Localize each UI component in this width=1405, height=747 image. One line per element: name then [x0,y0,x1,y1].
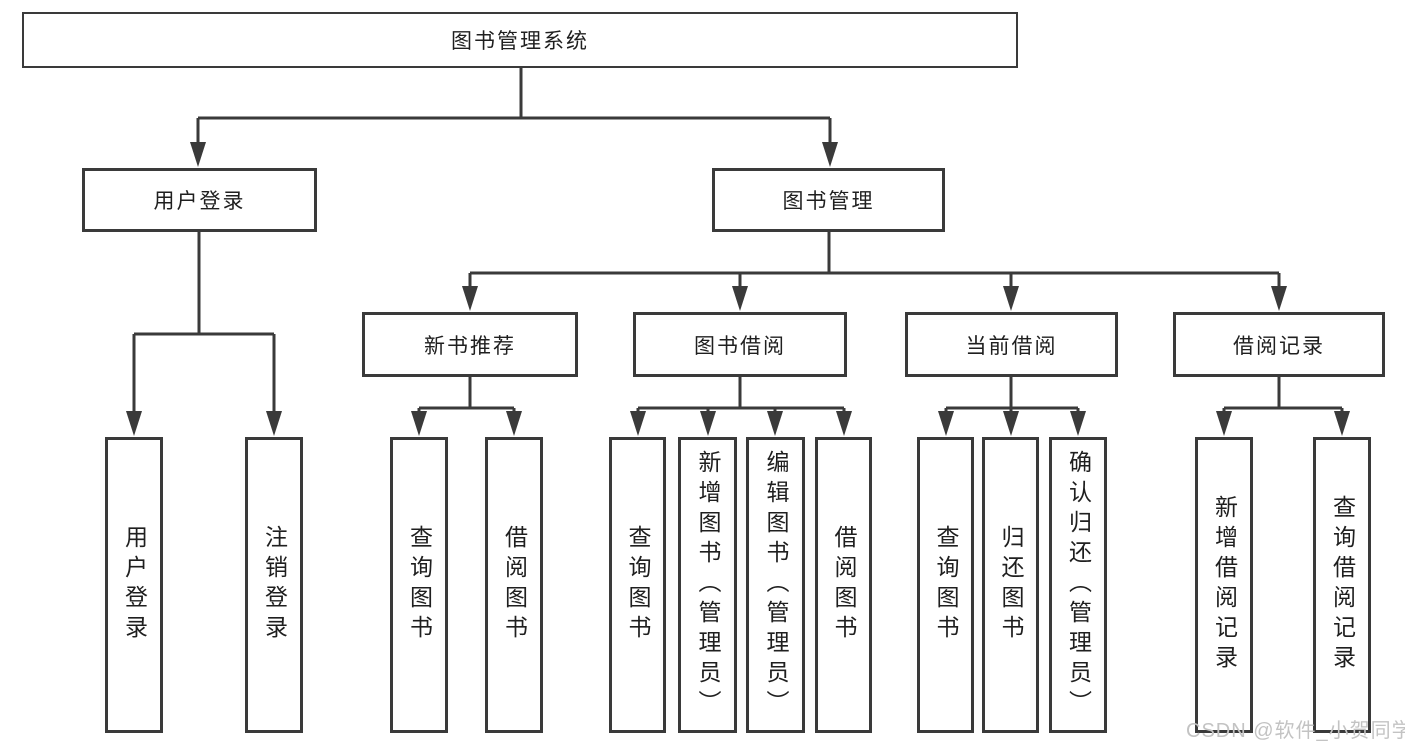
arrow-down-icon [1334,411,1350,436]
node-root: 图书管理系统 [22,12,1018,68]
leaf-user-login: 用户登录 [105,437,163,733]
node-book-borrow: 图书借阅 [633,312,847,377]
node-label: 新书推荐 [424,334,516,358]
connector-root-to-level2 [190,68,838,167]
arrow-down-icon [938,411,954,436]
leaf-logout: 注销登录 [245,437,303,733]
node-label: 查询借阅记录 [1329,495,1356,675]
node-new-book-recommend: 新书推荐 [362,312,578,377]
arrow-down-icon [190,142,206,167]
node-label: 编辑图书（管理员） [763,450,789,720]
connector-book-mgmt-to-level3 [462,232,1287,311]
node-label: 借阅图书 [831,525,857,645]
leaf-query-borrow-record: 查询借阅记录 [1313,437,1371,733]
node-user-login: 用户登录 [82,168,317,232]
leaf-add-borrow-record: 新增借阅记录 [1195,437,1253,733]
node-label: 查询图书 [625,525,651,645]
node-label: 查询图书 [406,525,433,645]
node-label: 图书管理 [782,190,875,213]
connector-borrow-records-to-leaves [1216,377,1350,436]
connector-book-borrow-to-leaves [630,377,852,436]
node-label: 借阅记录 [1233,334,1325,358]
leaf-confirm-return-admin: 确认归还（管理员） [1049,437,1107,733]
arrow-down-icon [732,286,748,311]
arrow-down-icon [1271,286,1287,311]
node-label: 新增借阅记录 [1211,495,1238,675]
arrow-down-icon [822,142,838,167]
arrow-down-icon [836,411,852,436]
leaf-borrow-books-recommend: 借阅图书 [485,437,543,733]
node-label: 归还图书 [998,525,1024,645]
node-label: 用户登录 [153,190,246,213]
arrow-down-icon [1003,286,1019,311]
node-label: 图书借阅 [694,334,786,358]
arrow-down-icon [1003,411,1019,436]
node-label: 确认归还（管理员） [1065,450,1092,720]
arrow-down-icon [266,411,282,436]
node-label: 注销登录 [261,525,288,645]
arrow-down-icon [700,411,716,436]
node-book-mgmt: 图书管理 [712,168,945,232]
node-label: 当前借阅 [965,334,1058,358]
arrow-down-icon [1216,411,1232,436]
arrow-down-icon [506,411,522,436]
node-borrow-records: 借阅记录 [1173,312,1385,377]
leaf-return-book: 归还图书 [982,437,1039,733]
node-label: 新增图书（管理员） [695,450,721,720]
arrow-down-icon [767,411,783,436]
connector-new-book-rec-to-leaves [411,377,522,436]
node-label: 图书管理系统 [451,30,589,53]
connector-user-login-to-leaves [126,232,282,436]
node-label: 用户登录 [121,525,148,645]
connector-current-borrow-to-leaves [938,377,1086,436]
leaf-borrow-books: 借阅图书 [815,437,872,733]
arrow-down-icon [411,411,427,436]
leaf-add-book-admin: 新增图书（管理员） [678,437,737,733]
arrow-down-icon [126,411,142,436]
node-current-borrow: 当前借阅 [905,312,1118,377]
watermark: CSDN @软件_小贺同学 [1186,720,1405,742]
leaf-edit-book-admin: 编辑图书（管理员） [746,437,805,733]
leaf-query-books-borrow: 查询图书 [609,437,666,733]
leaf-query-books-current: 查询图书 [917,437,974,733]
node-label: 查询图书 [933,525,959,645]
node-label: 借阅图书 [501,525,528,645]
arrow-down-icon [462,286,478,311]
arrow-down-icon [630,411,646,436]
leaf-query-books-recommend: 查询图书 [390,437,448,733]
arrow-down-icon [1070,411,1086,436]
